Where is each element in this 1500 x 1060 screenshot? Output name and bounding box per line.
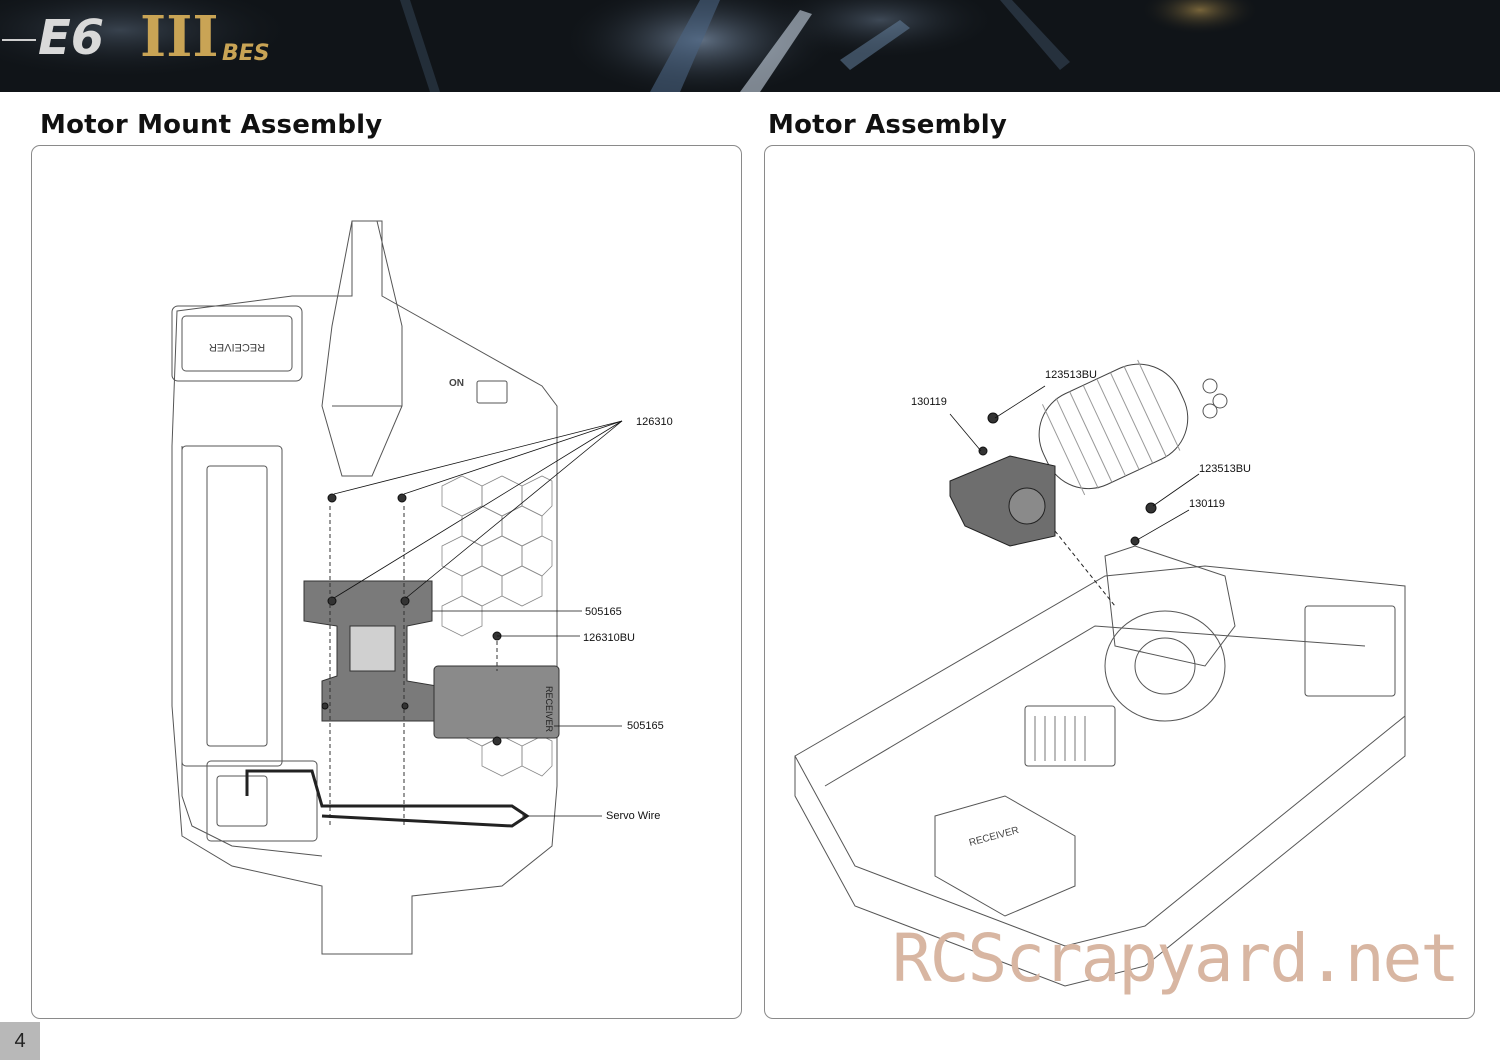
- callout-servo-wire: Servo Wire: [606, 810, 661, 822]
- receiver-box-label: RECEIVER: [209, 341, 265, 353]
- svg-text:III: III: [140, 4, 219, 66]
- page-number: 4: [0, 1022, 40, 1060]
- callout-130119-top: 130119: [911, 396, 947, 408]
- motor-mount-assembly-title: Motor Mount Assembly: [40, 110, 383, 140]
- svg-text:E6: E6: [38, 10, 104, 66]
- rcscrapyard-watermark: RCScrapyard.net: [892, 920, 1460, 997]
- header-background-art: [0, 0, 1500, 92]
- motor-assembly-panel: RECEIVER 12: [764, 145, 1475, 1019]
- switch-on-label: ON: [449, 378, 464, 389]
- e6-iii-bes-logo: E6 III BES: [2, 4, 270, 66]
- callout-126310: 126310: [636, 416, 673, 428]
- callout-130119-bottom: 130119: [1189, 498, 1225, 510]
- callout-123513bu-top: 123513BU: [1045, 369, 1097, 381]
- header-banner: E6 III BES: [0, 0, 1500, 92]
- svg-text:BES: BES: [222, 41, 270, 66]
- chassis-iso-view-drawing: RECEIVER: [794, 359, 1406, 987]
- callout-505165-bottom: 505165: [627, 720, 664, 732]
- callout-505165-top: 505165: [585, 606, 622, 618]
- svg-text:RECEIVER: RECEIVER: [544, 686, 554, 733]
- callout-123513bu-bottom: 123513BU: [1199, 463, 1251, 475]
- chassis-top-view-drawing: RECEIVER ON RECEIVE: [171, 220, 623, 955]
- callout-126310bu: 126310BU: [583, 632, 635, 644]
- motor-mount-assembly-panel: RECEIVER ON RECEIVE: [31, 145, 742, 1019]
- motor-assembly-title: Motor Assembly: [768, 110, 1007, 140]
- svg-text:RECEIVER: RECEIVER: [968, 825, 1020, 849]
